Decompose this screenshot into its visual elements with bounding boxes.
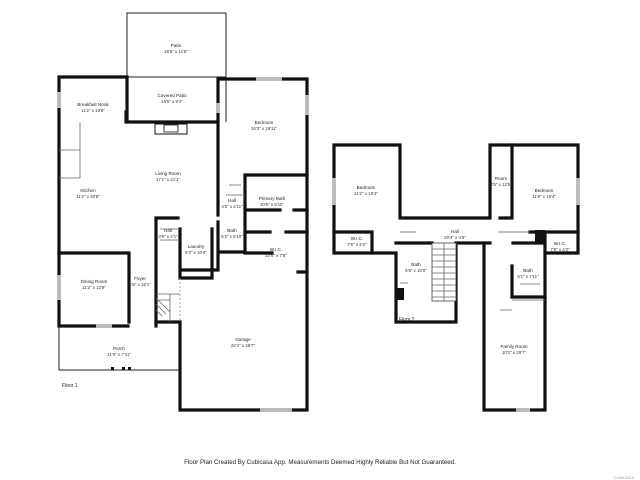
fireplace-icon [154, 123, 188, 135]
room-dim-hall-3: 20'4" x 4'6" [444, 235, 466, 240]
porch-outline [58, 326, 180, 371]
room-name-kitchen: Kitchen [80, 188, 96, 193]
cubicasa-watermark: CUBICASA [613, 475, 634, 480]
floor-2-interior-walls [332, 143, 580, 299]
room-dim-bedroom-2: 11'2" x 19'4" [354, 191, 378, 196]
room-dim-living-room: 17'1" x 21'1" [156, 177, 181, 182]
room-dim-bath-3: 5'1" x 7'11" [517, 274, 539, 279]
room-name-bath-2: Bath [411, 262, 421, 267]
room-dim-covered-patio: 16'5" x 8'4" [161, 99, 183, 104]
room-name-room: Room [495, 176, 507, 181]
room-name-breakfast-nook: Breakfast Nook [77, 102, 109, 107]
room-name-bedroom-1: Bedroom [255, 120, 274, 125]
room-dim-room: 3'5" x 12'5" [490, 182, 512, 187]
room-name-bedroom-3: Bedroom [535, 188, 554, 193]
room-name-wic-3: W.I.C. [554, 241, 567, 246]
floor-2-fixture-2 [397, 288, 404, 300]
room-name-hall-1: Hall [228, 198, 236, 203]
room-name-bath-3: Bath [523, 268, 533, 273]
floor-2-outer-walls [332, 143, 580, 412]
room-dim-dining-room: 11'2" x 12'9" [82, 285, 106, 290]
room-dim-laundry: 6'2" x 10'4" [185, 250, 207, 255]
room-dim-bath-1: 5'2" x 5'10" [221, 234, 243, 239]
floor-1-outer-walls [57, 75, 309, 412]
room-name-covered-patio: Covered Patio [157, 93, 187, 98]
room-name-wic-1: W.I.C. [270, 247, 283, 252]
room-name-hall-3: Hall [451, 229, 459, 234]
room-name-porch: Porch [113, 346, 125, 351]
room-name-bath-1: Bath [227, 228, 237, 233]
room-dim-kitchen: 11'2" x 20'8" [76, 194, 100, 199]
floor-2-windows [332, 178, 580, 412]
room-dim-garage: 22'4" x 29'7" [231, 343, 256, 348]
room-dim-breakfast-nook: 11'2" x 10'9" [81, 108, 105, 113]
porch-posts [111, 367, 131, 370]
floor-2-label: Floor 2 [399, 317, 415, 323]
floor-1-detail-lines [59, 122, 245, 322]
room-dim-family-room: 10'2" x 29'7" [502, 350, 527, 355]
room-dim-bedroom-3: 11'9" x 19'4" [532, 194, 556, 199]
floor-1-interior-walls [57, 120, 309, 328]
floor-1-label: Floor 1 [62, 383, 78, 389]
room-dim-wic-1: 10'6" x 7'8" [265, 253, 287, 258]
room-dim-foyer: 5'5" x 15'1" [129, 282, 151, 287]
room-name-garage: Garage [235, 337, 251, 342]
room-name-hall-2: Hall [164, 228, 172, 233]
floor-2-fixture [535, 230, 545, 242]
room-name-dining-room: Dining Room [81, 279, 108, 284]
room-name-family-room: Family Room [500, 344, 527, 349]
floor-plan-disclaimer: Floor Plan Created By Cubicasa App. Meas… [184, 459, 456, 466]
room-dim-bedroom-1: 15'3" x 19'11" [251, 126, 278, 131]
room-dim-hall-2: 3'9" x 4'1" [158, 234, 178, 239]
room-dim-primary-bath: 10'6" x 9'10" [260, 202, 285, 207]
room-name-bedroom-2: Bedroom [357, 185, 376, 190]
room-name-wic-2: W.I.C. [351, 236, 364, 241]
room-dim-hall-1: 4'5" x 4'11" [221, 204, 243, 209]
room-name-living-room: Living Room [155, 171, 181, 176]
room-dim-wic-3: 7'8" x 4'2" [550, 247, 570, 252]
room-dim-porch: 21'6" x 7'11" [107, 352, 131, 357]
floor-1-windows [57, 77, 309, 412]
floor-2-stairs [431, 242, 457, 302]
room-name-foyer: Foyer [134, 276, 146, 281]
floor-2-plan: Bedroom 11'2" x 19'4" W.I.C. 7'6" x 4'2"… [332, 143, 580, 412]
room-name-patio: Patio [171, 43, 182, 48]
floor-1-plan: Patio 16'5" x 11'8" Covered Patio 16'5" … [57, 12, 309, 412]
room-name-laundry: Laundry [188, 244, 205, 249]
room-dim-patio: 16'5" x 11'8" [164, 49, 188, 54]
room-dim-bath-2: 5'6" x 10'0" [405, 268, 427, 273]
room-dim-wic-2: 7'6" x 4'2" [347, 242, 367, 247]
floor-1-stairs [155, 297, 171, 317]
patio-area [126, 12, 227, 78]
room-name-primary-bath: Primary Bath [259, 196, 286, 201]
floor-2-detail-lines [400, 231, 545, 311]
